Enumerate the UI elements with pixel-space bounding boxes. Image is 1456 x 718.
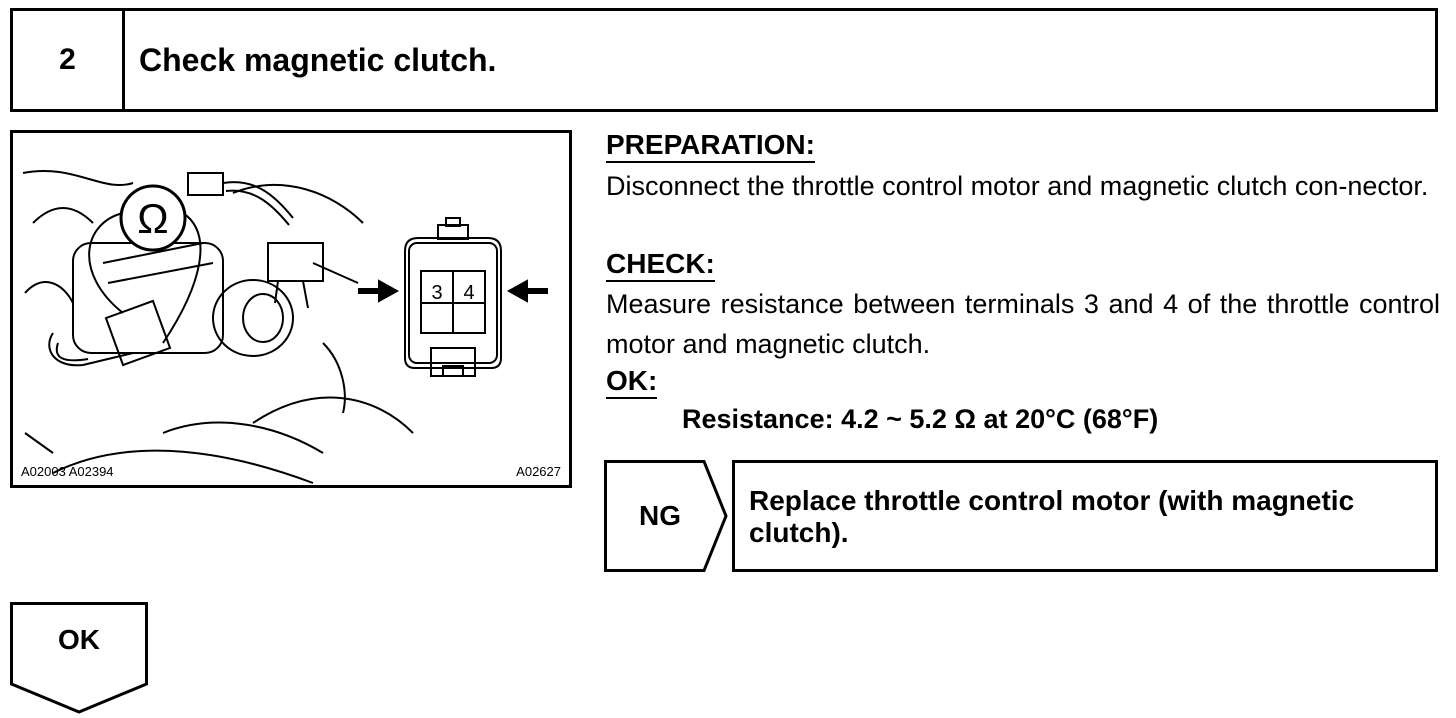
ng-action-box: Replace throttle control motor (with mag…	[732, 460, 1438, 572]
step-header: 2 Check magnetic clutch.	[10, 8, 1438, 112]
illustration-figure: Ω 3 4 A02003 A02394 A02627	[10, 130, 572, 488]
preparation-text: Disconnect the throttle control motor an…	[606, 171, 1429, 201]
preparation-label: PREPARATION:	[606, 130, 815, 163]
illustration-drawing: Ω 3 4	[22, 169, 548, 484]
ng-arrow-shape	[604, 460, 728, 572]
ok-label: OK	[58, 624, 100, 655]
ng-branch: NG	[604, 460, 730, 572]
terminal-4-label: 4	[463, 282, 474, 304]
ok-spec-label: OK:	[606, 366, 658, 399]
figure-code-right: A02627	[516, 464, 561, 479]
ok-arrow-shape	[10, 602, 148, 714]
check-label: CHECK:	[606, 249, 715, 282]
ok-branch: OK	[10, 602, 148, 714]
figure-code-left: A02003 A02394	[21, 464, 114, 479]
step-number: 2	[13, 11, 125, 109]
ohm-symbol: Ω	[137, 195, 168, 242]
resistance-spec: Resistance: 4.2 ~ 5.2 Ω at 20°C (68°F)	[682, 404, 1159, 434]
ng-label: NG	[639, 500, 681, 531]
check-text: Measure resistance between terminals 3 a…	[606, 289, 1440, 359]
connector-face	[404, 217, 502, 377]
step-title: Check magnetic clutch.	[139, 41, 497, 78]
terminal-3-label: 3	[431, 282, 442, 304]
